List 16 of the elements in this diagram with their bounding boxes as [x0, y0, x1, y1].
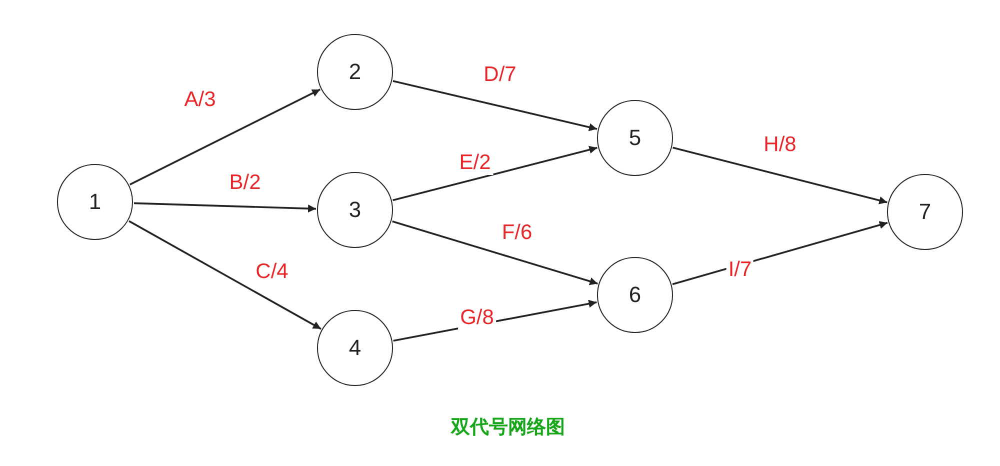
- event-circle: 4: [317, 310, 393, 386]
- arrow: [672, 146, 888, 204]
- caption: 双代号网络图: [451, 416, 565, 440]
- arrow: [134, 202, 316, 213]
- arrow: [392, 220, 598, 286]
- event-circle: 7: [887, 174, 963, 250]
- event-circle: 6: [597, 257, 673, 333]
- event-circle: 3: [317, 172, 393, 248]
- arrow: [392, 146, 598, 202]
- edge-label: G/8: [458, 306, 496, 330]
- event-circle: 1: [57, 164, 133, 240]
- arrow: [392, 80, 598, 132]
- arrow: [128, 220, 322, 330]
- event-circle: 2: [317, 34, 393, 110]
- event-circle: 5: [597, 100, 673, 176]
- arrow: [129, 88, 321, 186]
